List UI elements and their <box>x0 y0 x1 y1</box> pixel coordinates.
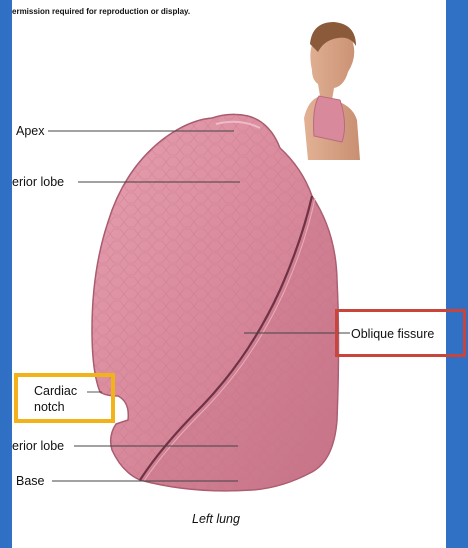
figure-caption: Left lung <box>192 512 240 526</box>
label-base: Base <box>16 474 45 488</box>
oblique-fissure-highlight-box <box>335 309 466 357</box>
figure-page: ermission required for reproduction or d… <box>12 0 446 548</box>
lung-illustration <box>12 0 446 548</box>
person-inset <box>304 22 360 160</box>
label-superior-lobe: erior lobe <box>12 175 64 189</box>
label-inferior-lobe: erior lobe <box>12 439 64 453</box>
cardiac-notch-highlight-box <box>14 373 115 423</box>
left-lung <box>92 114 339 490</box>
label-apex: Apex <box>16 124 45 138</box>
